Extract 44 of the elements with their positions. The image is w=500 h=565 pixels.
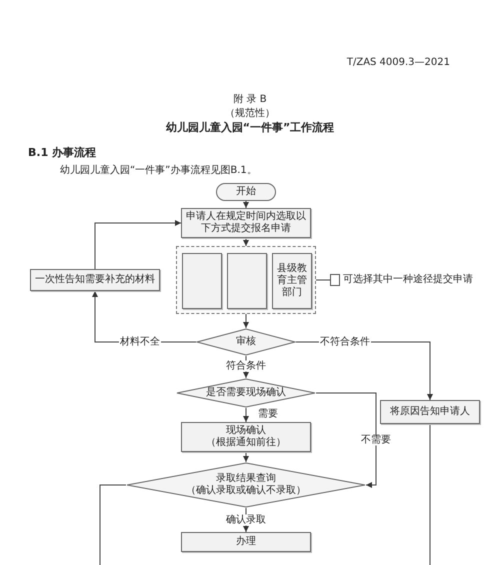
- node-text: 办理: [236, 536, 256, 548]
- text-label: 附 录 B: [232, 93, 268, 107]
- process-box: [181, 532, 311, 552]
- title: 幼儿园儿童入园“一件事”工作流程: [164, 120, 336, 136]
- process-box: [272, 253, 312, 309]
- connector-arrow: [243, 238, 249, 246]
- node-text: 申请人在规定时间内选取以下方式提交报名申请: [185, 211, 307, 235]
- process-box: [227, 253, 267, 309]
- decision-diamond: [126, 462, 366, 508]
- edge-label: 确认录取: [225, 514, 267, 526]
- node-text: 一次性告知需要补充的材料: [35, 274, 155, 286]
- process-box: [182, 253, 222, 309]
- process-box: [181, 422, 311, 452]
- connector-arrow: [94, 220, 182, 270]
- node-text: 可选择其中一种途径提交申请: [343, 274, 473, 286]
- text-label: B.1 办事流程: [28, 145, 96, 161]
- text-label: T/ZAS 4009.3—2021: [346, 56, 450, 70]
- edge-label: 符合条件: [225, 360, 267, 372]
- node-text: 开始: [236, 186, 256, 198]
- start-terminal: [216, 183, 276, 201]
- edge-label: 不符合条件: [319, 336, 371, 348]
- connector-arrow: [243, 452, 249, 462]
- connector-arrow: [243, 314, 249, 328]
- decision-diamond: [196, 328, 296, 356]
- process-box: [30, 269, 160, 291]
- text-label: （规范性）: [224, 106, 276, 121]
- connector-arrow: [243, 408, 249, 422]
- decision-diamond: [176, 378, 316, 408]
- edge-label: 不需要: [360, 434, 392, 446]
- edge-label: 材料不全: [119, 336, 161, 348]
- connector-arrow: [243, 200, 249, 208]
- node-text: （确认录取或确认不录取）: [186, 485, 306, 497]
- connector-arrow: [316, 392, 376, 488]
- node-text: 现场确认: [226, 425, 266, 436]
- node-text: 审核: [236, 336, 256, 348]
- node-text: 将原因告知申请人: [390, 406, 470, 418]
- node-text: （根据通知前往）: [206, 437, 286, 449]
- node-text: 录取结果查询: [216, 473, 276, 484]
- edge-label: 需要: [257, 408, 279, 420]
- node-text: 县级教育主管部门: [276, 263, 308, 299]
- process-box: [380, 400, 480, 424]
- text-label: 幼儿园儿童入园“一件事”办事流程见图B.1。: [60, 164, 257, 178]
- node-text: 是否需要现场确认: [206, 387, 286, 399]
- dashed-group: [176, 246, 316, 314]
